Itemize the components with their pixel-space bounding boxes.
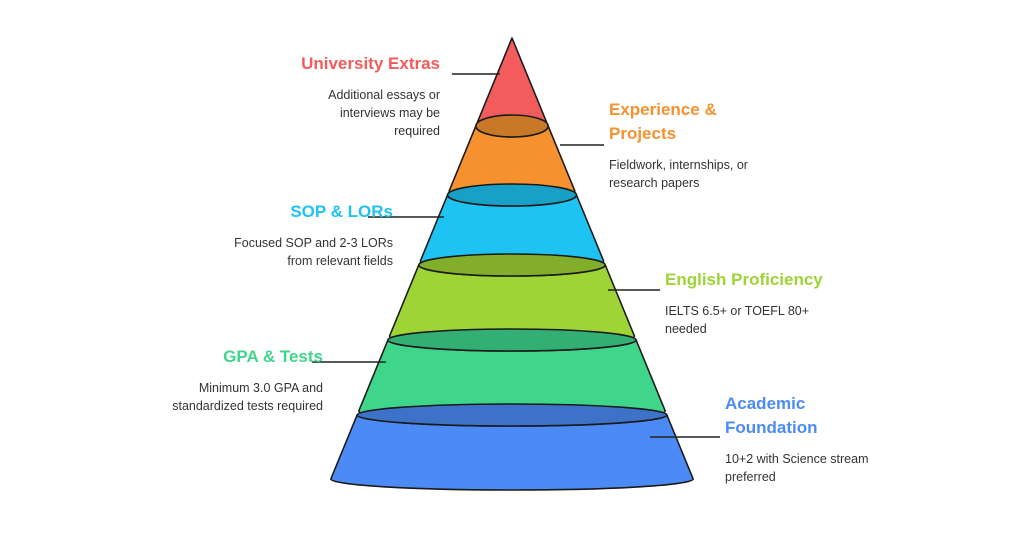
tier-title: University Extras — [301, 54, 440, 73]
tier-description: IELTS 6.5+ or TOEFL 80+ needed — [665, 304, 810, 336]
tier-description: Fieldwork, internships, or research pape… — [609, 158, 748, 190]
label-experience-projects: Experience & Projects Fieldwork, interns… — [609, 98, 869, 192]
tier-title: GPA & Tests — [223, 347, 323, 366]
tier-title: English Proficiency — [665, 270, 823, 289]
pyramid-layers — [330, 37, 694, 491]
tier-description: Minimum 3.0 GPA and standardized tests r… — [172, 381, 323, 413]
tier-title: Academic Foundation — [725, 394, 818, 437]
layer-top-face — [417, 253, 607, 277]
layer-top-face — [387, 328, 637, 352]
layer-academic-foundation — [330, 403, 694, 491]
label-gpa-tests: GPA & Tests Minimum 3.0 GPA and standard… — [63, 345, 323, 415]
tier-title: Experience & Projects — [609, 100, 717, 143]
tier-description: Additional essays or interviews may be r… — [328, 88, 440, 138]
tier-description: 10+2 with Science stream preferred — [725, 452, 869, 484]
label-academic-foundation: Academic Foundation 10+2 with Science st… — [725, 392, 985, 486]
tier-title: SOP & LORs — [290, 202, 393, 221]
tier-description: Focused SOP and 2-3 LORs from relevant f… — [234, 236, 393, 268]
layer-english-proficiency — [388, 253, 636, 348]
layer-top-face — [356, 403, 668, 427]
layer-top-face — [446, 183, 578, 207]
layer-top-face — [475, 114, 549, 138]
layer-gpa-tests — [357, 328, 667, 423]
label-sop-lors: SOP & LORs Focused SOP and 2-3 LORs from… — [133, 200, 393, 270]
label-english-proficiency: English Proficiency IELTS 6.5+ or TOEFL … — [665, 268, 925, 338]
label-university-extras: University Extras Additional essays or i… — [180, 52, 440, 140]
connector-lines — [312, 73, 720, 438]
